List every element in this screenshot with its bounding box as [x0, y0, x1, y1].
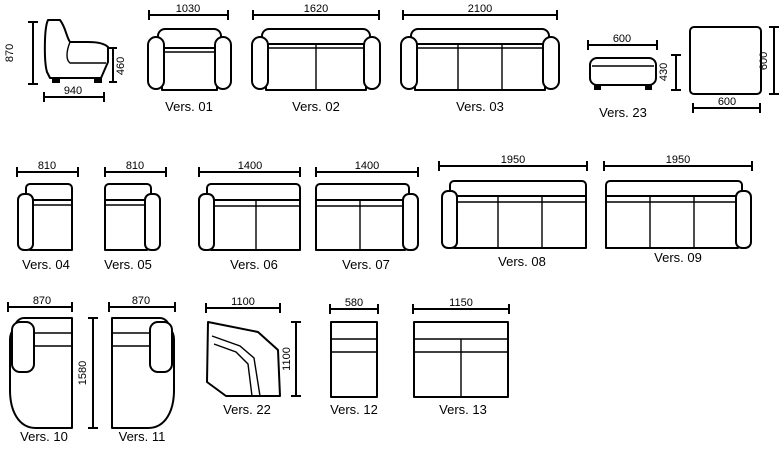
width-value: 1950 [666, 154, 690, 166]
width-dimension: 1950 [438, 154, 588, 171]
width-dimension: 580 [329, 297, 379, 314]
seat-height-dimension: 460 [109, 47, 127, 83]
version-label: Vers. 08 [498, 254, 546, 269]
version-06: 1400 Vers. 06 [198, 160, 301, 272]
version-03: 2100 Vers. 03 [400, 3, 560, 114]
version-label: Vers. 02 [292, 99, 340, 114]
version-08: 1950 Vers. 08 [438, 154, 588, 269]
width-dimension: 1400 [198, 160, 301, 177]
width-dimension: 870 [108, 295, 176, 312]
width-dimension: 810 [16, 160, 79, 177]
width-value: 1400 [355, 160, 379, 172]
width-dimension: 2100 [402, 3, 558, 20]
width-value: 810 [38, 160, 56, 172]
height-value: 430 [658, 63, 670, 81]
height-dimension: 870 [4, 21, 38, 85]
width-value: 1030 [176, 3, 200, 15]
depth-dimension: 600 [758, 26, 779, 95]
width-value: 600 [718, 96, 736, 108]
width-dimension: 1030 [148, 3, 229, 20]
width-dimension: 1620 [252, 3, 380, 20]
height-dimension: 430 [658, 54, 681, 91]
version-label: Vers. 11 [119, 429, 166, 444]
version-04: 810 Vers. 04 [16, 160, 79, 272]
version-label: Vers. 05 [104, 257, 152, 272]
version-07: 1400 Vers. 07 [315, 160, 419, 272]
square-table: 600 600 [689, 26, 779, 113]
version-label: Vers. 22 [223, 402, 271, 417]
width-dimension: 600 [692, 96, 761, 113]
width-value: 1400 [238, 160, 262, 172]
depth-dimension: 1100 [281, 321, 301, 397]
version-label: Vers. 06 [230, 257, 278, 272]
width-dimension: 870 [7, 295, 73, 312]
version-23: 600 430 Vers. 23 [587, 33, 681, 120]
version-13: 1150 Vers. 13 [412, 297, 510, 417]
version-10: 870 1580 Vers. 10 [7, 295, 98, 444]
width-dimension: 810 [104, 160, 167, 177]
depth-dimension: 1580 [77, 317, 98, 429]
side-view-outline [43, 19, 109, 79]
version-label: Vers. 10 [20, 429, 68, 444]
depth-value: 1100 [281, 347, 293, 371]
version-01: 1030 Vers. 01 [147, 3, 232, 114]
side-seat-height-value: 460 [115, 57, 127, 75]
side-depth-value: 940 [64, 85, 82, 97]
version-02: 1620 Vers. 02 [251, 3, 381, 114]
version-label: Vers. 07 [342, 257, 390, 272]
width-dimension: 1100 [205, 296, 281, 313]
side-height-value: 870 [4, 44, 16, 62]
version-11: 870 Vers. 11 [108, 295, 176, 444]
width-value: 1150 [449, 297, 473, 309]
width-value: 2100 [468, 3, 492, 15]
side-view: 870 460 940 [4, 19, 127, 102]
width-value: 580 [345, 297, 363, 309]
depth-dimension: 940 [43, 85, 105, 102]
version-label: Vers. 13 [439, 402, 487, 417]
version-label: Vers. 09 [654, 250, 702, 265]
width-dimension: 1400 [315, 160, 419, 177]
version-label: Vers. 01 [165, 99, 213, 114]
width-value: 870 [33, 295, 51, 307]
width-value: 1620 [304, 3, 328, 15]
depth-value: 600 [758, 52, 770, 70]
width-value: 600 [613, 33, 631, 45]
width-value: 810 [126, 160, 144, 172]
version-09: 1950 Vers. 09 [603, 154, 753, 265]
version-22: 1100 1100 Vers. 22 [205, 296, 301, 417]
version-label: Vers. 23 [599, 105, 647, 120]
version-12: 580 Vers. 12 [329, 297, 379, 417]
version-label: Vers. 04 [22, 257, 70, 272]
width-value: 1950 [501, 154, 525, 166]
width-dimension: 1950 [603, 154, 753, 171]
version-05: 810 Vers. 05 [104, 160, 167, 272]
depth-value: 1580 [77, 361, 89, 385]
width-value: 1100 [231, 296, 255, 308]
width-value: 870 [132, 295, 150, 307]
version-label: Vers. 03 [456, 99, 504, 114]
width-dimension: 1150 [412, 297, 510, 314]
version-label: Vers. 12 [330, 402, 378, 417]
width-dimension: 600 [587, 33, 658, 50]
